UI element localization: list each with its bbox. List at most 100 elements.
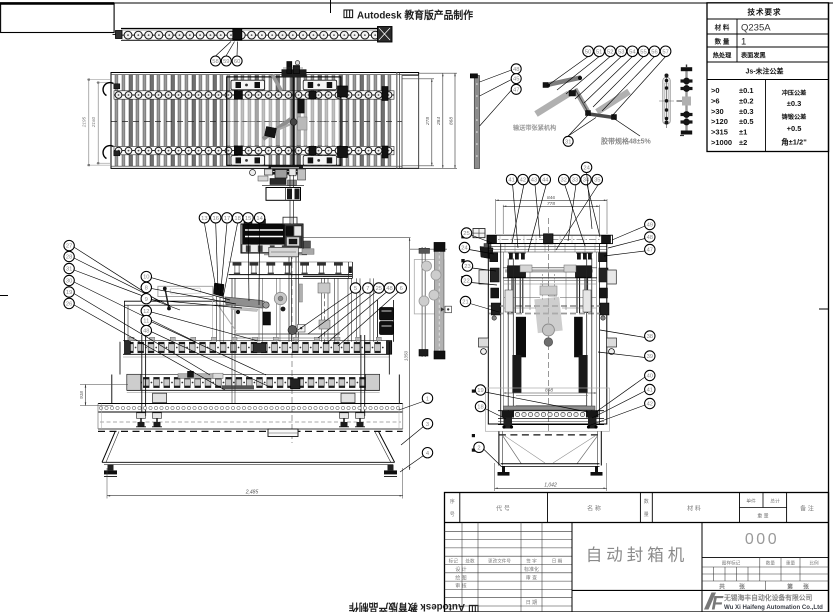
svg-text:16: 16 — [212, 216, 218, 222]
svg-text:41: 41 — [647, 388, 653, 394]
svg-text:自动封箱机: 自动封箱机 — [586, 546, 689, 565]
svg-text:张: 张 — [739, 583, 745, 591]
svg-text:重 量: 重 量 — [757, 513, 768, 520]
svg-text:8: 8 — [145, 286, 148, 292]
svg-text:号: 号 — [450, 512, 455, 518]
svg-text:2160: 2160 — [91, 116, 96, 128]
svg-text:31: 31 — [565, 139, 571, 145]
svg-text:审 查: 审 查 — [526, 574, 537, 581]
svg-text:13: 13 — [201, 216, 207, 222]
svg-text:重量: 重量 — [786, 560, 796, 567]
svg-text:标准化: 标准化 — [524, 566, 539, 573]
svg-text:更改文件号: 更改文件号 — [488, 557, 511, 564]
svg-text:26: 26 — [66, 302, 72, 308]
svg-text:48: 48 — [143, 329, 149, 335]
svg-text:28: 28 — [66, 255, 72, 261]
svg-text:铸锻公差: 铸锻公差 — [782, 113, 807, 121]
svg-text:48: 48 — [513, 67, 519, 73]
svg-text:1: 1 — [426, 396, 429, 402]
svg-text:24: 24 — [583, 165, 590, 171]
svg-text:>1000: >1000 — [711, 138, 732, 147]
svg-text:17: 17 — [224, 216, 230, 222]
svg-text:签 字: 签 字 — [526, 557, 537, 563]
svg-text:技术要求: 技术要求 — [748, 7, 782, 17]
svg-text:4: 4 — [426, 451, 430, 457]
svg-text:6: 6 — [400, 286, 403, 292]
svg-text:材 料: 材 料 — [714, 23, 730, 32]
svg-text:>120: >120 — [711, 117, 728, 126]
svg-text:25: 25 — [463, 231, 469, 237]
svg-text:278: 278 — [425, 117, 431, 126]
svg-text:32: 32 — [560, 178, 566, 184]
svg-text:比例: 比例 — [809, 560, 819, 567]
svg-text:处数: 处数 — [465, 557, 475, 564]
svg-text:F: F — [712, 594, 725, 612]
svg-text:Autodesk 教育版产品制作: Autodesk 教育版产品制作 — [349, 601, 465, 612]
svg-text:名 称: 名 称 — [587, 505, 601, 513]
svg-text:48: 48 — [647, 235, 653, 241]
svg-text:1: 1 — [741, 37, 746, 48]
svg-text:±0.3: ±0.3 — [787, 99, 802, 108]
svg-text:14: 14 — [256, 216, 263, 222]
svg-text:Js-未注公差: Js-未注公差 — [745, 67, 783, 76]
svg-text:22: 22 — [463, 279, 469, 285]
svg-text:846: 846 — [547, 195, 555, 201]
svg-text:热处理: 热处理 — [713, 52, 732, 60]
svg-text:2: 2 — [477, 445, 480, 451]
svg-text:52: 52 — [607, 49, 613, 55]
svg-text:19: 19 — [66, 290, 72, 296]
svg-text:量: 量 — [644, 511, 649, 518]
svg-text:设 计: 设 计 — [455, 566, 466, 573]
svg-text:53: 53 — [618, 49, 624, 55]
svg-text:序: 序 — [450, 498, 455, 505]
svg-text:42: 42 — [520, 178, 526, 184]
svg-text:数 量: 数 量 — [715, 37, 730, 46]
svg-text:张: 张 — [803, 583, 809, 591]
svg-text:1,042: 1,042 — [544, 483, 557, 489]
svg-text:47: 47 — [647, 248, 653, 254]
svg-text:日 期: 日 期 — [526, 600, 537, 606]
svg-text:>0: >0 — [711, 86, 720, 95]
svg-text:2,485: 2,485 — [245, 490, 259, 496]
svg-text:23: 23 — [464, 264, 470, 270]
svg-text:18: 18 — [234, 216, 240, 222]
svg-text:51: 51 — [596, 49, 602, 55]
svg-text:Wu Xi Haifeng Automation Co.,L: Wu Xi Haifeng Automation Co.,Ltd — [724, 604, 823, 611]
svg-text:54: 54 — [629, 49, 636, 55]
svg-text:41: 41 — [508, 178, 514, 184]
svg-text:±0.3: ±0.3 — [739, 107, 754, 116]
svg-text:30: 30 — [66, 279, 72, 285]
svg-text:284: 284 — [436, 117, 442, 126]
svg-text:38: 38 — [647, 334, 653, 340]
svg-text:备 注: 备 注 — [800, 505, 814, 513]
svg-text:>315: >315 — [711, 128, 728, 137]
svg-text:778: 778 — [547, 201, 555, 207]
svg-text:±0.5: ±0.5 — [739, 117, 754, 126]
svg-text:冲压公差: 冲压公差 — [782, 89, 807, 97]
svg-text:31: 31 — [66, 267, 72, 273]
svg-text:单件: 单件 — [746, 498, 756, 505]
svg-text:9: 9 — [145, 297, 148, 303]
svg-text:55: 55 — [640, 49, 646, 55]
svg-text:59: 59 — [223, 59, 229, 65]
svg-text:43: 43 — [531, 178, 537, 184]
svg-text:10: 10 — [143, 275, 149, 281]
svg-text:25: 25 — [376, 286, 382, 292]
svg-text:共: 共 — [719, 583, 725, 591]
svg-text:918: 918 — [79, 391, 84, 399]
svg-text:输送带张紧机构: 输送带张紧机构 — [513, 124, 556, 132]
svg-text:42: 42 — [647, 402, 653, 408]
svg-text:Q235A: Q235A — [741, 23, 771, 34]
svg-text:日 期: 日 期 — [552, 558, 563, 564]
svg-text:5: 5 — [354, 286, 357, 292]
svg-text:868: 868 — [448, 117, 454, 125]
svg-text:3: 3 — [426, 422, 429, 428]
svg-text:27: 27 — [66, 244, 72, 250]
svg-text:50: 50 — [585, 49, 591, 55]
svg-text:标记: 标记 — [449, 557, 459, 564]
svg-text:35: 35 — [594, 178, 600, 184]
svg-text:7: 7 — [366, 286, 369, 292]
svg-text:胶带规格48±5%: 胶带规格48±5% — [601, 137, 652, 146]
svg-text:21: 21 — [462, 300, 468, 306]
svg-text:45: 45 — [513, 77, 519, 83]
